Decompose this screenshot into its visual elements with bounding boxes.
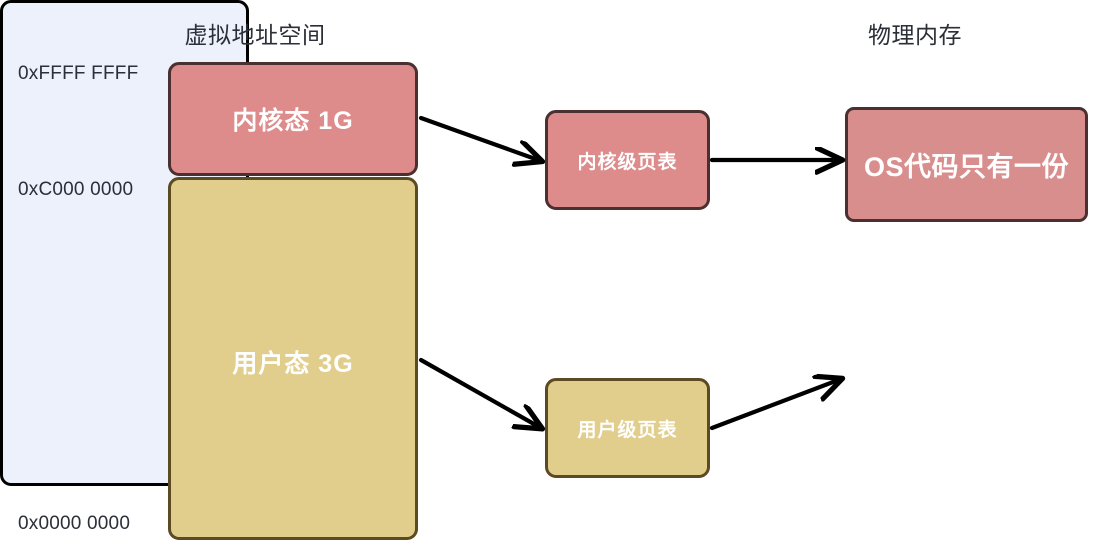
user-space-block: 用户态 3G	[168, 177, 418, 540]
os-code-region-block: OS代码只有一份	[845, 107, 1088, 222]
user-page-table-block: 用户级页表	[545, 378, 710, 478]
kernel-space-block: 内核态 1G	[168, 62, 418, 176]
address-label-bottom: 0x0000 0000	[18, 513, 131, 534]
user-space-to-user-page-table	[418, 357, 541, 428]
kernel-page-table-block: 内核级页表	[545, 110, 710, 210]
virtual-address-space-title: 虚拟地址空间	[184, 22, 326, 48]
user-page-table-to-physical-memory	[709, 379, 841, 431]
physical-memory-title: 物理内存	[868, 22, 962, 48]
address-label-middle: 0xC000 0000	[18, 179, 134, 200]
kernel-space-to-kernel-page-table	[418, 115, 541, 161]
address-label-top: 0xFFFF FFFF	[18, 63, 139, 84]
